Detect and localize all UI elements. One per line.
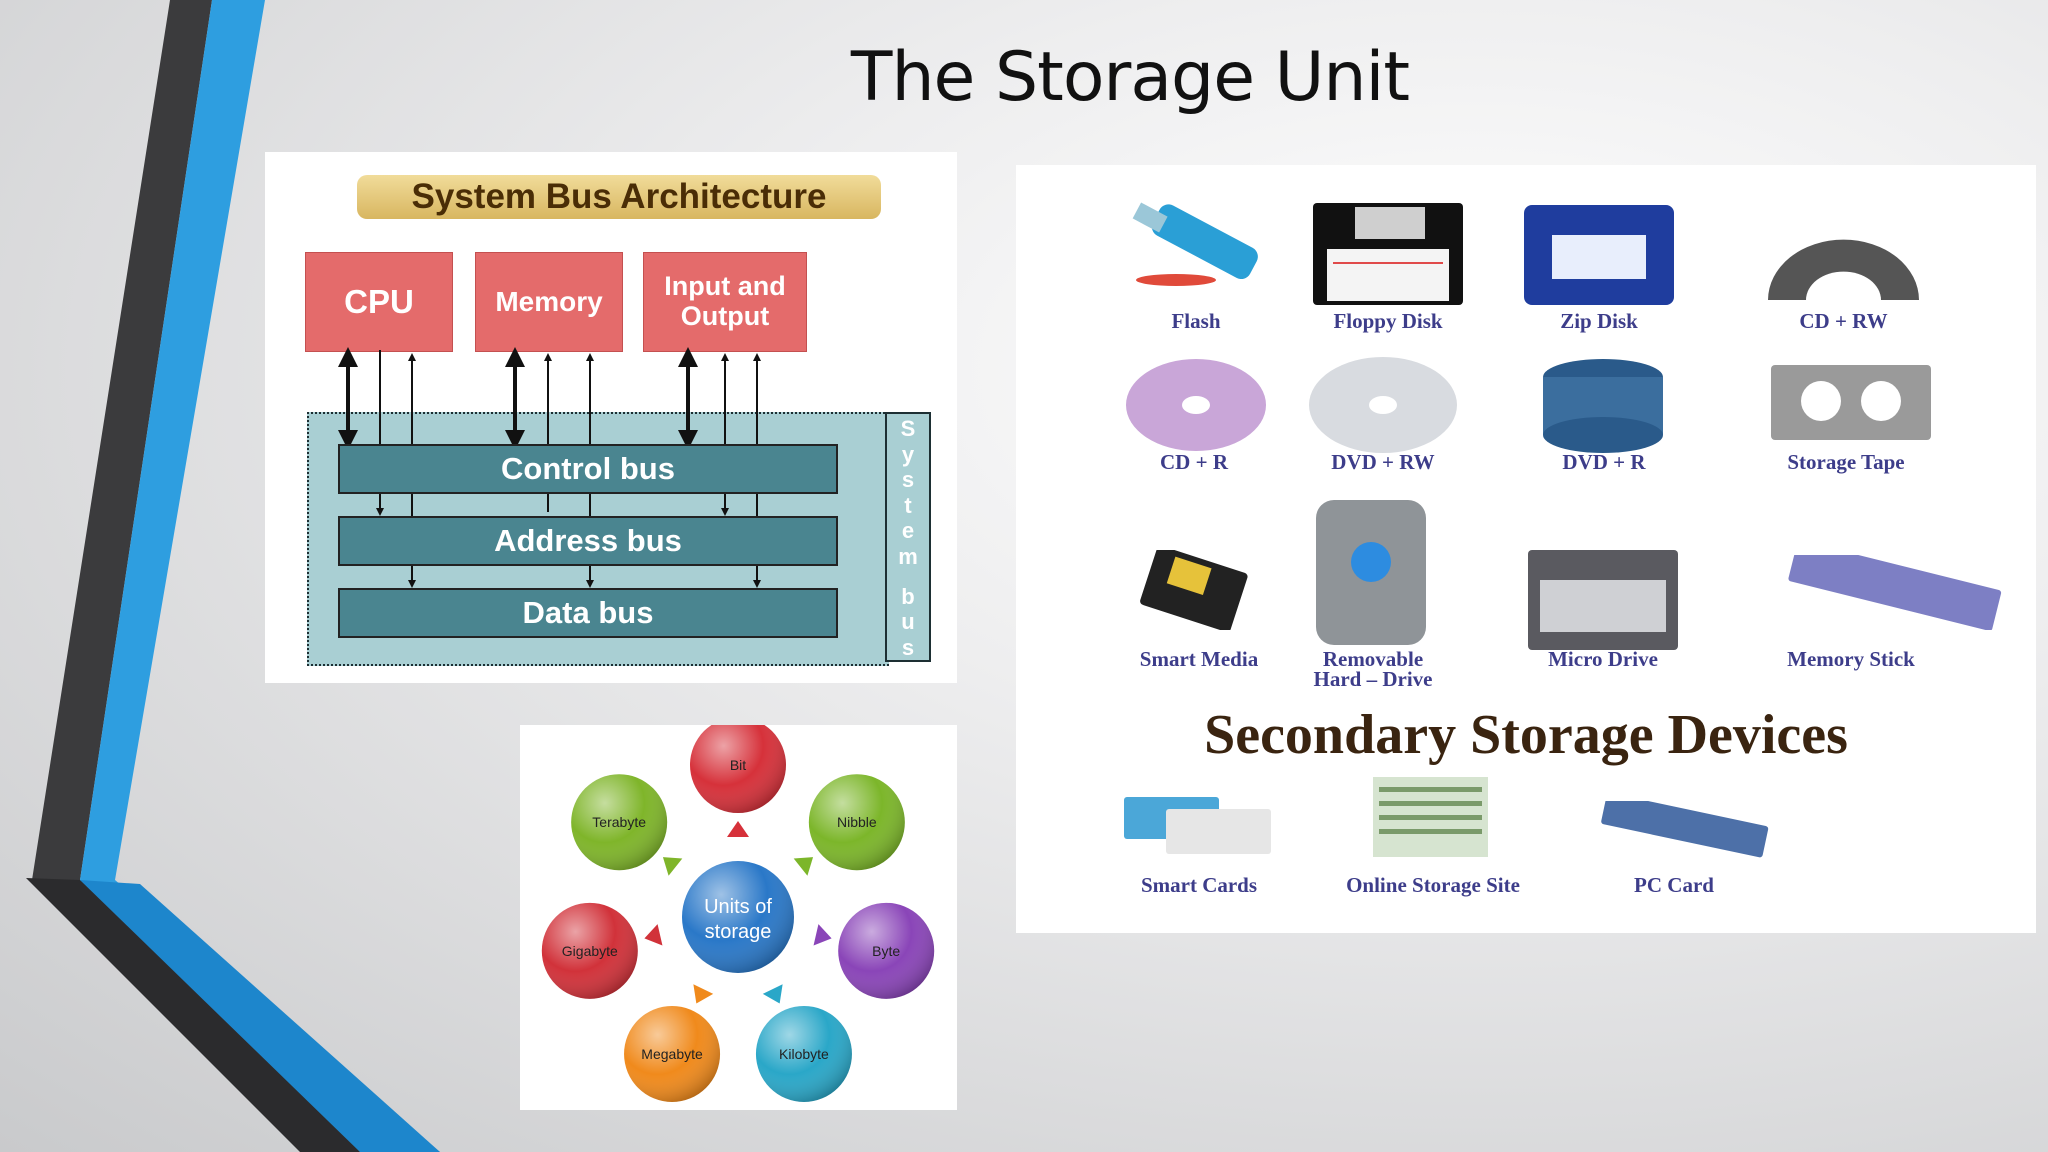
units-center: Units of storage (682, 861, 794, 973)
unit-label: Bit (730, 757, 746, 773)
unit-terabyte: Terabyte (571, 774, 668, 871)
memory-box: Memory (475, 252, 623, 352)
address-bus: Address bus (338, 516, 838, 566)
data-bus: Data bus (338, 588, 838, 638)
label-online-storage-site: Online Storage Site (1346, 873, 1520, 897)
label-hard-drive: Hard – Drive (1313, 667, 1433, 691)
system-bus-letter: t (904, 492, 912, 518)
unit-kilobyte: Kilobyte (755, 1005, 852, 1102)
control-bus: Control bus (338, 444, 838, 494)
cd-rw-icon (1768, 239, 1919, 300)
unit-gigabyte: Gigabyte (541, 902, 638, 999)
smart-media-icon (1140, 550, 1248, 630)
unit-bit: Bit (690, 725, 786, 813)
label-memory-stick: Memory Stick (1787, 647, 1915, 671)
unit-label: Megabyte (641, 1046, 703, 1062)
label-smart-cards: Smart Cards (1140, 873, 1258, 897)
label-dvd-rw: DVD + RW (1331, 450, 1435, 474)
system-bus-letter: y (901, 441, 915, 467)
floppy-disk-icon (1313, 203, 1463, 305)
unit-arrow (693, 984, 714, 1004)
system-bus-letter: s (901, 634, 915, 660)
unit-nibble: Nibble (808, 774, 905, 871)
system-bus-letter: S (900, 416, 916, 441)
memory-stick-icon (1788, 555, 2002, 630)
pc-card-icon (1601, 801, 1769, 858)
dvd-r-icon (1543, 359, 1663, 453)
unit-arrow (727, 821, 749, 837)
unit-byte: Byte (838, 902, 935, 999)
label-cd-rw: CD + RW (1799, 309, 1888, 333)
unit-label: Nibble (837, 814, 877, 830)
unit-label: Byte (872, 943, 900, 959)
secondary-storage-heading: Secondary Storage Devices (1204, 704, 1848, 766)
label-zip-disk: Zip Disk (1560, 309, 1638, 333)
label-floppy-disk: Floppy Disk (1333, 309, 1443, 333)
micro-drive-icon (1528, 550, 1678, 650)
slide-title: The Storage Unit (850, 38, 1410, 117)
label-cd-r: CD + R (1160, 450, 1228, 474)
unit-arrow (644, 924, 663, 946)
dvd-rw-icon (1309, 357, 1457, 453)
system-bus-letter: e (901, 518, 915, 543)
system-bus-letter: s (901, 467, 915, 492)
bus-diagram-title: System Bus Architecture (357, 175, 881, 219)
secondary-storage-devices: Flash Floppy Disk Zip Disk CD + RW CD + … (1016, 165, 2036, 933)
io-box: Input and Output (643, 252, 807, 352)
label-flash: Flash (1171, 309, 1221, 333)
unit-label: Terabyte (592, 814, 646, 830)
label-micro-drive: Micro Drive (1548, 647, 1658, 671)
unit-label: Kilobyte (779, 1046, 829, 1062)
label-removable: Removable (1322, 647, 1424, 671)
zip-disk-icon (1524, 205, 1674, 305)
flash-drive-icon (1132, 202, 1258, 286)
system-bus-letter: b (901, 583, 915, 609)
unit-arrow (662, 857, 683, 876)
unit-label: Gigabyte (562, 943, 618, 959)
system-bus-letter: u (901, 609, 915, 634)
removable-hard-drive-icon (1316, 500, 1426, 645)
storage-tape-icon (1771, 365, 1931, 440)
system-bus-letter: m (898, 543, 918, 569)
system-bus-diagram: System Bus Architecture CPU Memory Input… (265, 152, 957, 683)
unit-megabyte: Megabyte (624, 1005, 721, 1102)
label-dvd-r: DVD + R (1562, 450, 1646, 474)
label-smart-media: Smart Media (1139, 647, 1259, 671)
cd-r-icon (1126, 359, 1266, 451)
label-pc-card: PC Card (1634, 873, 1714, 897)
unit-arrow (793, 857, 814, 876)
unit-arrow (762, 984, 783, 1004)
unit-arrow (813, 924, 832, 946)
units-center-label: Units of (704, 896, 772, 918)
system-bus-label: S y s t e m b u s (885, 412, 931, 662)
online-storage-icon (1373, 777, 1488, 857)
units-center-label: storage (705, 921, 772, 943)
label-storage-tape: Storage Tape (1787, 450, 1905, 474)
smart-card-icon (1124, 797, 1271, 854)
